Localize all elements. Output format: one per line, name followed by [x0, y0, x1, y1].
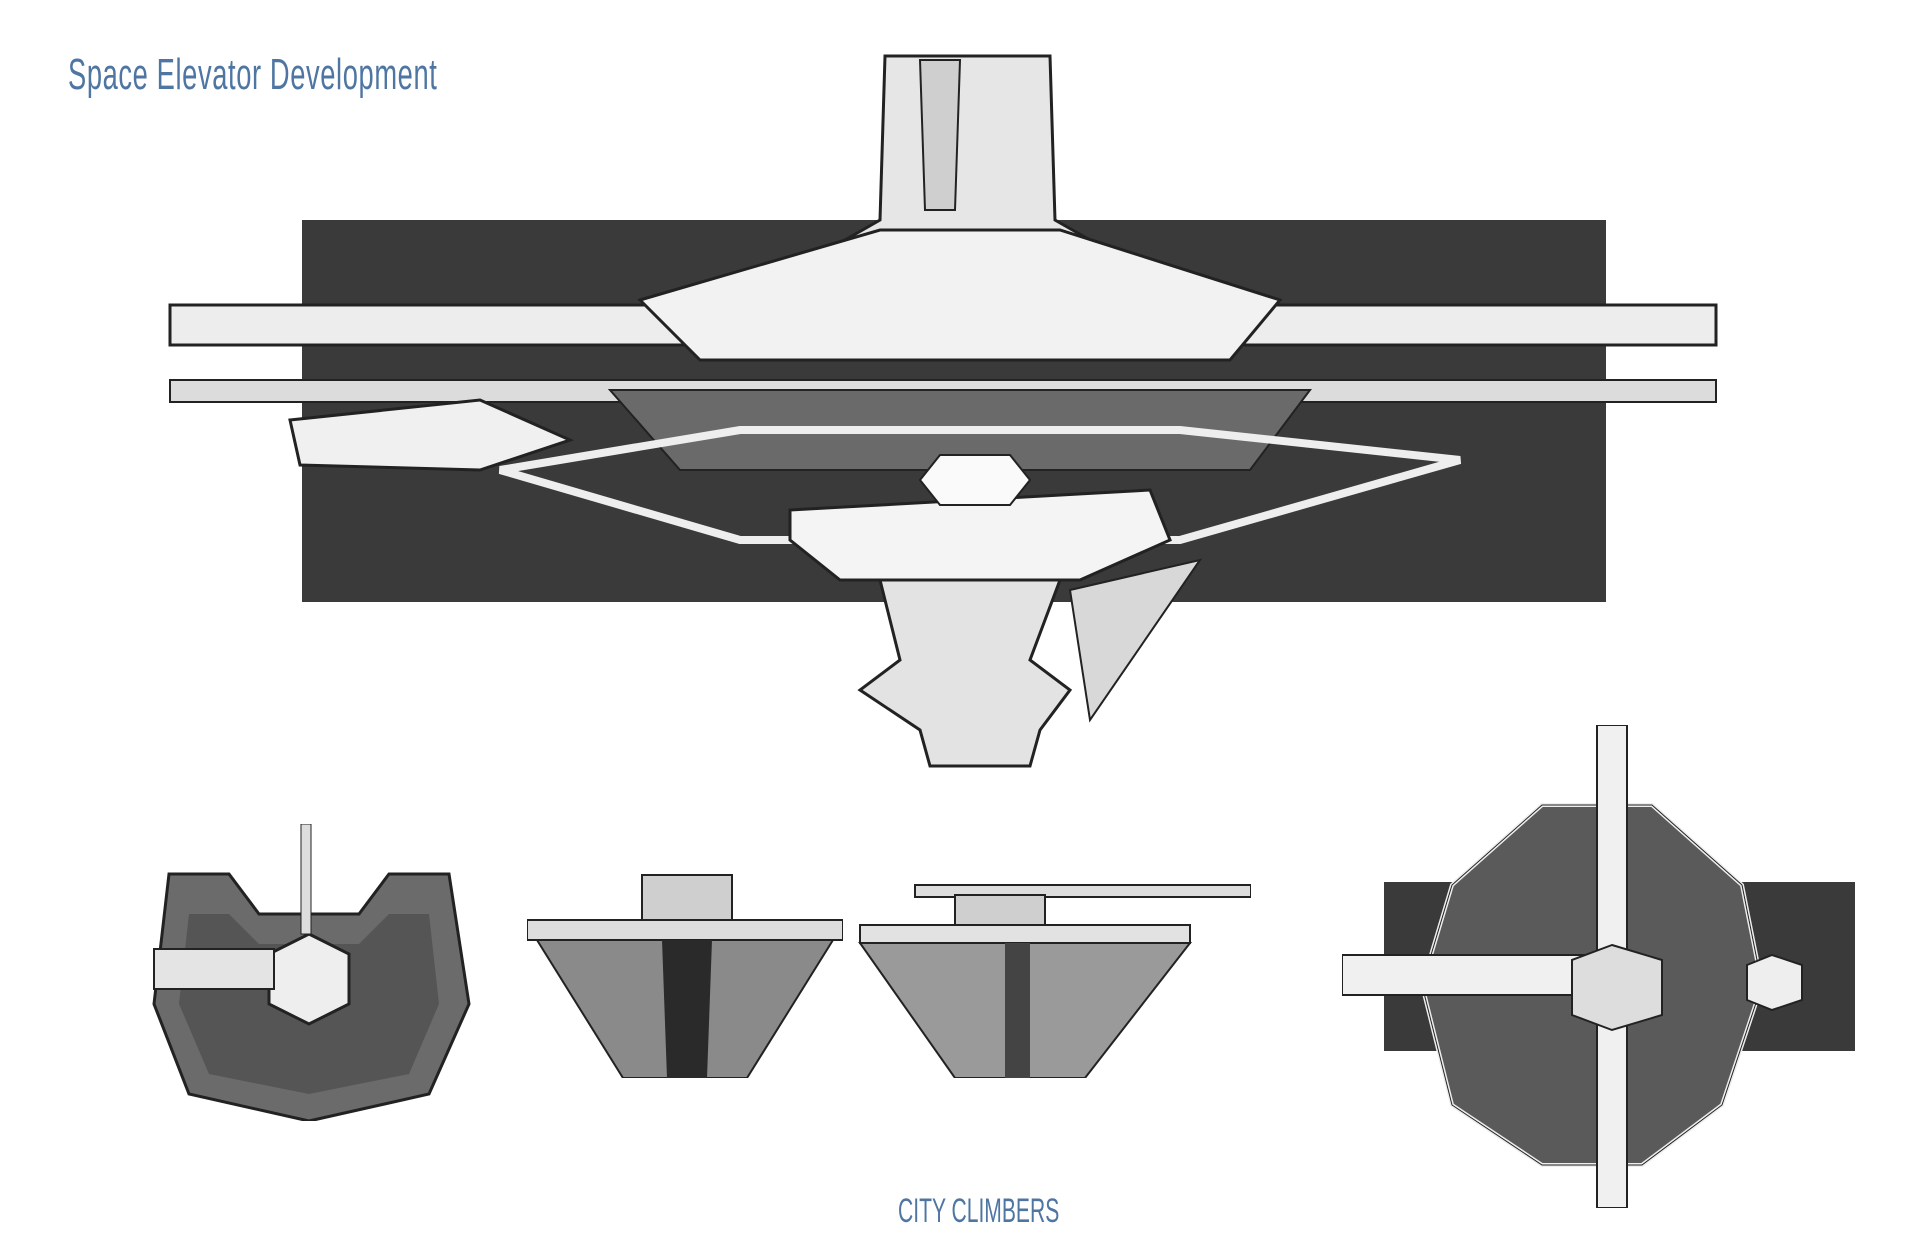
- side-view-illustration-right: [858, 884, 1251, 1078]
- section-caption: CITY CLIMBERS: [898, 1192, 1060, 1230]
- top-view-illustration: [152, 824, 471, 1121]
- plan-view-illustration: [1342, 725, 1855, 1208]
- side-view-illustration-left: [527, 874, 843, 1078]
- main-elevator-illustration: [168, 54, 1718, 768]
- page-title: Space Elevator Development: [68, 50, 438, 99]
